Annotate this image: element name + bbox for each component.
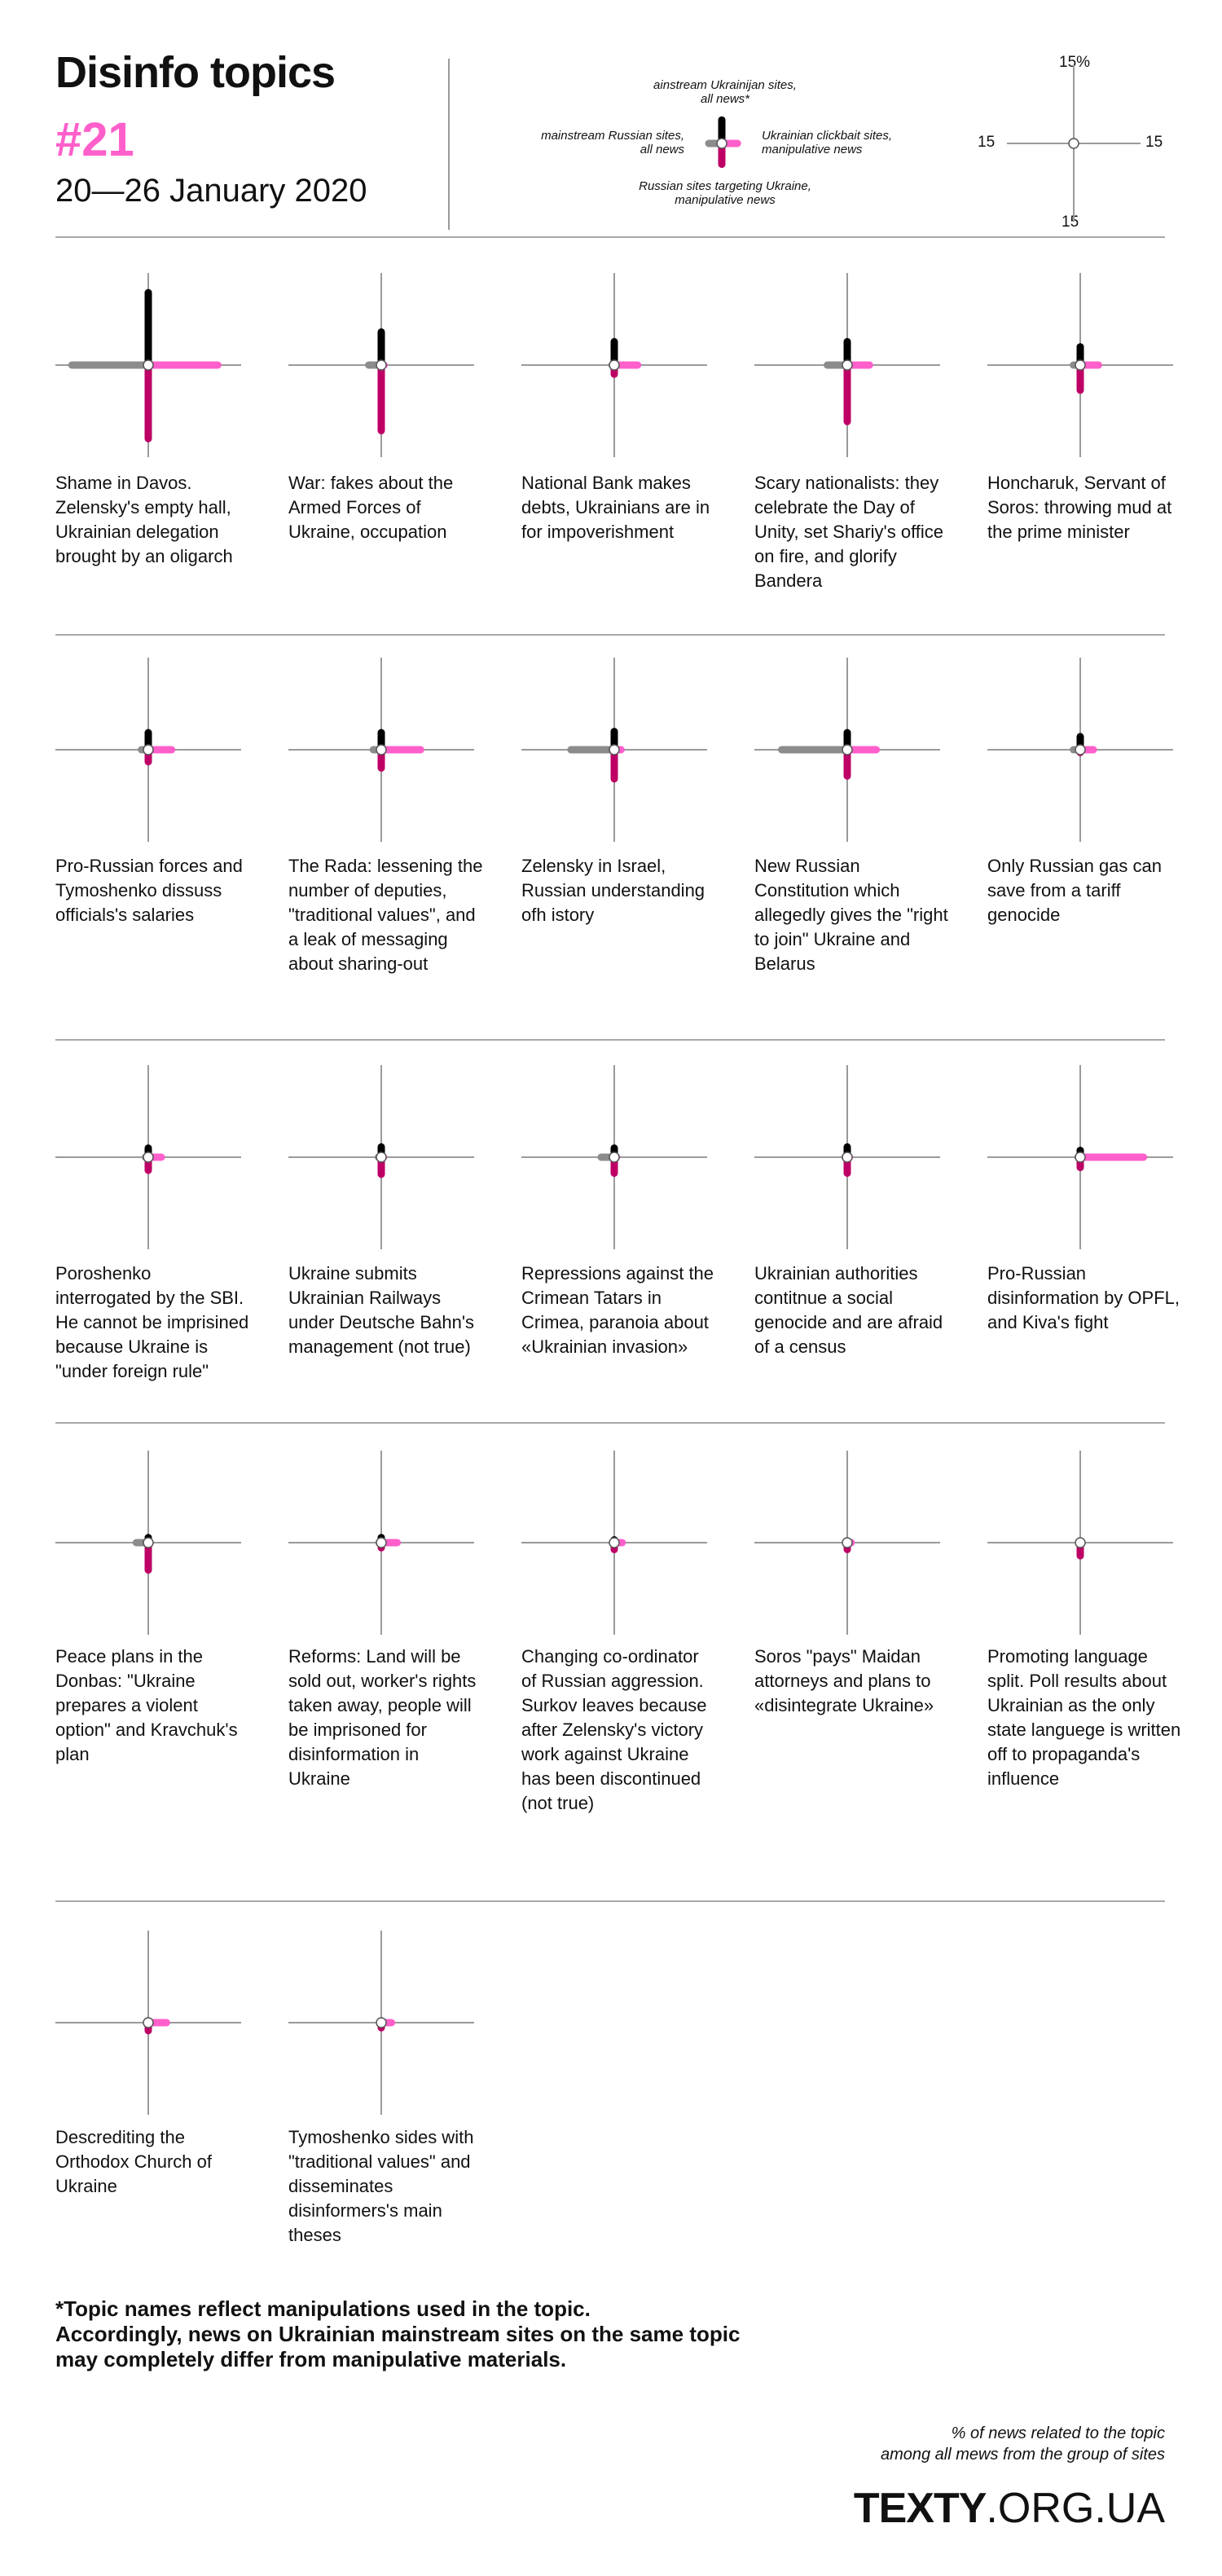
topic-12-center-dot bbox=[376, 1151, 387, 1163]
topic-caption: Zelensky in Israel, Russian understandin… bbox=[521, 856, 706, 925]
topic-caption: Descrediting the Orthodox Church of Ukra… bbox=[55, 2127, 212, 2196]
topic-caption: Tymoshenko sides with "traditional value… bbox=[288, 2127, 474, 2245]
issue-number: #21 bbox=[55, 113, 134, 166]
topic-1-center-dot bbox=[143, 359, 154, 371]
source-note: % of news related to the topic among all… bbox=[880, 2424, 1165, 2464]
topic-caption: New Russian Constitution which allegedly… bbox=[754, 856, 948, 974]
topic-14-center-dot bbox=[842, 1151, 853, 1163]
date-range: 20—26 January 2020 bbox=[55, 173, 367, 209]
texty-logo: TEXTY.ORG.UA bbox=[854, 2484, 1165, 2533]
page-title: Disinfo topics bbox=[55, 48, 336, 97]
topic-5-center-dot bbox=[1075, 359, 1086, 371]
topic-caption: Pro-Russian forces and Tymoshenko dissus… bbox=[55, 856, 243, 925]
row-divider bbox=[55, 1900, 1165, 1902]
topic-9-center-dot bbox=[842, 744, 853, 755]
row-divider bbox=[55, 634, 1165, 636]
scale-right-label: 15 bbox=[1145, 134, 1163, 151]
footnote: *Topic names reflect manipulations used … bbox=[55, 2296, 741, 2371]
topic-caption: Changing co-ordinator of Russian aggress… bbox=[521, 1646, 707, 1813]
row-divider bbox=[55, 1039, 1165, 1041]
topic-caption: War: fakes about the Armed Forces of Ukr… bbox=[288, 473, 454, 542]
topic-caption: Poroshenko interrogated by the SBI. He c… bbox=[55, 1263, 249, 1381]
legend-left-label: mainstream Russian sites, all news bbox=[541, 129, 684, 156]
topic-caption: Ukraine submits Ukrainian Railways under… bbox=[288, 1263, 475, 1357]
topic-caption: Promoting language split. Poll results a… bbox=[987, 1646, 1181, 1789]
topic-21-center-dot bbox=[143, 2017, 154, 2028]
row-divider bbox=[55, 236, 1165, 238]
topic-caption: Scary nationalists: they celebrate the D… bbox=[754, 473, 944, 591]
topic-16-center-dot bbox=[143, 1537, 154, 1548]
legend-top-label: ainstream Ukrainijan sites, all news* bbox=[653, 78, 797, 106]
scale-top-label: 15% bbox=[1059, 54, 1091, 71]
topic-caption: The Rada: lessening the number of deputi… bbox=[288, 856, 483, 974]
topic-19-center-dot bbox=[842, 1537, 853, 1548]
topic-caption: Peace plans in the Donbas: "Ukraine prep… bbox=[55, 1646, 238, 1764]
legend-right-label: Ukrainian clickbait sites, manipulative … bbox=[762, 129, 893, 156]
logo-rest: .ORG.UA bbox=[986, 2485, 1165, 2532]
topic-3-center-dot bbox=[609, 359, 620, 371]
topic-11-center-dot bbox=[143, 1151, 154, 1163]
row-divider bbox=[55, 1422, 1165, 1424]
topic-22-center-dot bbox=[376, 2017, 387, 2028]
topic-caption: Soros "pays" Maidan attorneys and plans … bbox=[754, 1646, 934, 1715]
header-divider bbox=[448, 59, 450, 230]
logo-bold: TEXTY bbox=[853, 2485, 987, 2532]
topic-13-center-dot bbox=[609, 1151, 620, 1163]
topic-4-center-dot bbox=[842, 359, 853, 371]
topic-6-center-dot bbox=[143, 744, 154, 755]
legend-bottom-label: Russian sites targeting Ukraine, manipul… bbox=[639, 179, 811, 207]
topic-8-center-dot bbox=[609, 744, 620, 755]
topic-20-center-dot bbox=[1075, 1537, 1086, 1548]
topic-15-center-dot bbox=[1075, 1151, 1086, 1163]
legend-center-dot bbox=[716, 138, 727, 149]
topic-caption: Honcharuk, Servant of Soros: throwing mu… bbox=[987, 473, 1172, 542]
topic-caption: Only Russian gas can save from a tariff … bbox=[987, 856, 1162, 925]
topic-2-center-dot bbox=[376, 359, 387, 371]
topic-17-center-dot bbox=[376, 1537, 387, 1548]
topic-caption: Shame in Davos. Zelensky's empty hall, U… bbox=[55, 473, 233, 566]
topic-caption: Repressions against the Crimean Tatars i… bbox=[521, 1263, 714, 1357]
topic-10-center-dot bbox=[1075, 744, 1086, 755]
topic-caption: Ukrainian authorities contitnue a social… bbox=[754, 1263, 943, 1357]
topic-7-center-dot bbox=[376, 744, 387, 755]
scale-left-label: 15 bbox=[978, 134, 996, 151]
topic-18-center-dot bbox=[609, 1537, 620, 1548]
topic-caption: Pro-Russian disinformation by OPFL, and … bbox=[987, 1263, 1180, 1332]
topic-caption: Reforms: Land will be sold out, worker's… bbox=[288, 1646, 477, 1789]
scale-center-dot bbox=[1068, 138, 1079, 149]
topic-caption: National Bank makes debts, Ukrainians ar… bbox=[521, 473, 710, 542]
